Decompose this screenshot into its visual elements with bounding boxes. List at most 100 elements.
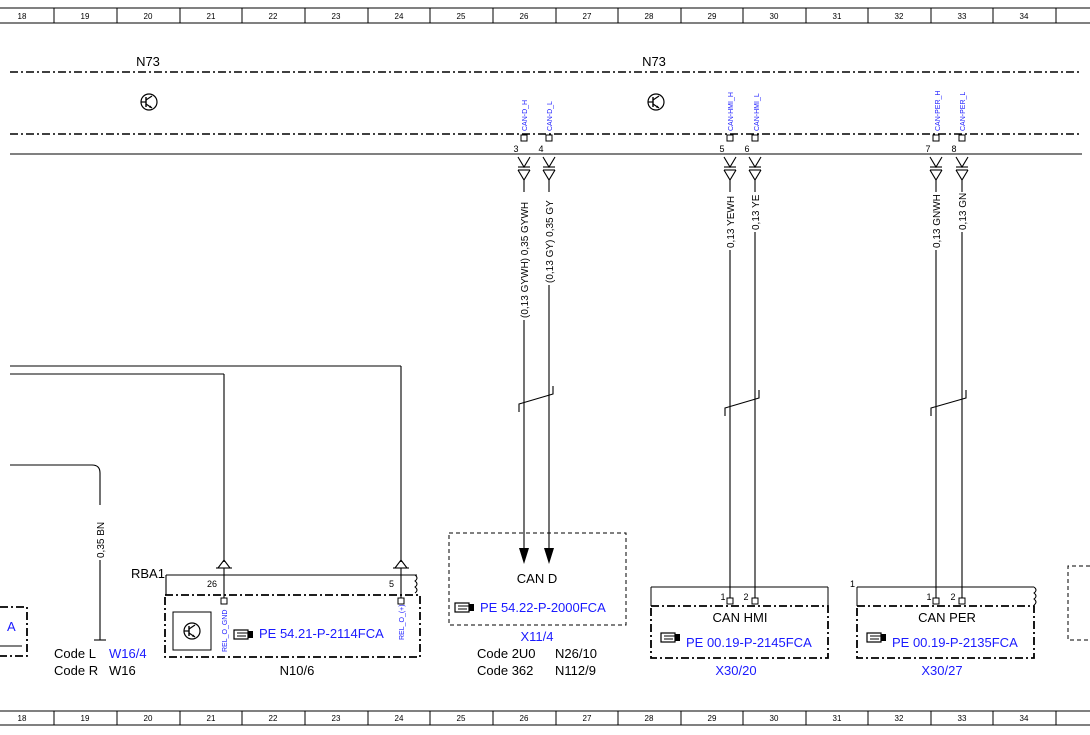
n10-connectors xyxy=(216,559,418,598)
ruler-label: 20 xyxy=(144,714,153,723)
ruler-label: 21 xyxy=(207,12,216,21)
ruler-label: 27 xyxy=(583,714,592,723)
ruler-label: 25 xyxy=(457,12,466,21)
reference-link[interactable]: PE 54.21-P-2114FCA xyxy=(259,626,384,641)
ruler-label: 33 xyxy=(958,12,967,21)
n73-module: N73 N73 xyxy=(10,54,1082,155)
ruler-label: 20 xyxy=(144,12,153,21)
pin-box xyxy=(397,597,405,605)
reference-link[interactable]: PE 00.19-P-2145FCA xyxy=(686,635,812,650)
ruler-label: 22 xyxy=(269,714,278,723)
code-value: W16 xyxy=(109,663,136,678)
pin-number: 26 xyxy=(207,579,217,589)
pin-number: 2 xyxy=(743,592,748,602)
arrow-head xyxy=(519,548,529,564)
pin-number: 3 xyxy=(513,144,518,154)
component-title: CAN PER xyxy=(918,610,976,625)
pin-box xyxy=(932,597,940,605)
code-value: N26/10 xyxy=(555,646,597,661)
ruler-label: 21 xyxy=(207,714,216,723)
ruler-label: 19 xyxy=(81,714,90,723)
ruler-label: 23 xyxy=(332,12,341,21)
signal-label: REL_O_GND xyxy=(222,610,229,652)
code-label: Code 362 xyxy=(477,663,533,678)
wires xyxy=(10,180,967,641)
ruler-label: 26 xyxy=(520,714,529,723)
code-value[interactable]: W16/4 xyxy=(109,646,147,661)
code-label: Code 2U0 xyxy=(477,646,536,661)
ruler-label: 32 xyxy=(895,12,904,21)
pin-number: 1 xyxy=(850,579,855,589)
ruler-label: 18 xyxy=(18,12,27,21)
ruler-label: 31 xyxy=(833,714,842,723)
ruler-label: 23 xyxy=(332,714,341,723)
signal-label: CAN-D_H xyxy=(522,100,529,131)
reference-link[interactable]: PE 00.19-P-2135FCA xyxy=(892,635,1018,650)
ruler-label: 22 xyxy=(269,12,278,21)
connector-icon xyxy=(723,156,737,181)
pin-number: 6 xyxy=(744,144,749,154)
component-label: N10/6 xyxy=(280,663,315,678)
pin-box xyxy=(932,134,940,142)
wire-label: 0,13 GN xyxy=(958,193,969,230)
connector-icon xyxy=(748,156,762,181)
wire-label: 0,13 GNWH xyxy=(932,194,943,248)
wire-label: 0,13 YE xyxy=(751,194,762,230)
component-label[interactable]: X30/20 xyxy=(715,663,756,678)
reference-link[interactable]: PE 54.22-P-2000FCA xyxy=(480,600,606,615)
connector-icon xyxy=(542,156,556,181)
pin-box xyxy=(958,134,966,142)
ruler-label: 33 xyxy=(958,714,967,723)
signal-labels: CAN-D_H CAN-D_L CAN-HMI_H CAN-HMI_L CAN-… xyxy=(522,91,967,131)
ruler-label: 29 xyxy=(708,12,717,21)
ruler-label: 34 xyxy=(1020,12,1029,21)
component-label[interactable]: X30/27 xyxy=(921,663,962,678)
connector-icon xyxy=(517,156,531,181)
ruler-label: 25 xyxy=(457,714,466,723)
wire-label: 0,35 BN xyxy=(96,522,107,558)
pin-box xyxy=(726,597,734,605)
component-title: CAN HMI xyxy=(713,610,768,625)
pin-box xyxy=(751,597,759,605)
signal-label: CAN-PER_L xyxy=(960,92,967,131)
connector-label: RBA1 xyxy=(131,566,165,581)
signal-label: CAN-PER_H xyxy=(935,91,942,131)
n10-component: REL_O_GND REL_O_(+) PE 54.21-P-2114FCA xyxy=(164,594,421,658)
pin-box xyxy=(958,597,966,605)
wire-label: (0,13 GY) 0,35 GY xyxy=(545,200,556,283)
reference-link[interactable]: A xyxy=(7,619,16,634)
component-title: CAN D xyxy=(517,571,557,586)
component-label[interactable]: X11/4 xyxy=(520,629,553,644)
ruler-label: 26 xyxy=(520,12,529,21)
ruler-label: 34 xyxy=(1020,714,1029,723)
reference-hand-icon xyxy=(454,602,475,613)
ruler-label: 24 xyxy=(395,714,404,723)
pin-number: 5 xyxy=(389,579,394,589)
ruler-label: 24 xyxy=(395,12,404,21)
reference-hand-icon xyxy=(866,632,887,643)
transistor-icon xyxy=(140,93,158,111)
module-label-n73: N73 xyxy=(136,54,160,69)
connector-icon xyxy=(929,156,943,181)
right-partial-component xyxy=(1067,565,1090,641)
code-label: Code L xyxy=(54,646,96,661)
pin-box xyxy=(520,134,528,142)
pin-number: 1 xyxy=(926,592,931,602)
can-per-component: 1 2 1 CAN PER PE 00.19-P-2135FCA xyxy=(850,579,1037,659)
ruler-label: 32 xyxy=(895,714,904,723)
pin-box xyxy=(545,134,553,142)
wire-label: 0,13 YEWH xyxy=(726,196,737,248)
ruler-label: 18 xyxy=(18,714,27,723)
arrow-head xyxy=(544,548,554,564)
transistor-icon xyxy=(183,622,201,640)
wire-label: (0,13 GYWH) 0,35 GYWH xyxy=(520,202,531,318)
ruler-label: 31 xyxy=(833,12,842,21)
left-partial-component: A xyxy=(0,606,28,657)
ruler-label: 28 xyxy=(645,714,654,723)
pin-number: 2 xyxy=(950,592,955,602)
signal-label: REL_O_(+) xyxy=(399,604,406,640)
top-ruler: 18 19 20 21 22 23 24 25 26 27 28 29 30 3… xyxy=(0,7,1090,24)
code-value: N112/9 xyxy=(555,663,596,678)
signal-label: CAN-D_L xyxy=(547,101,554,131)
